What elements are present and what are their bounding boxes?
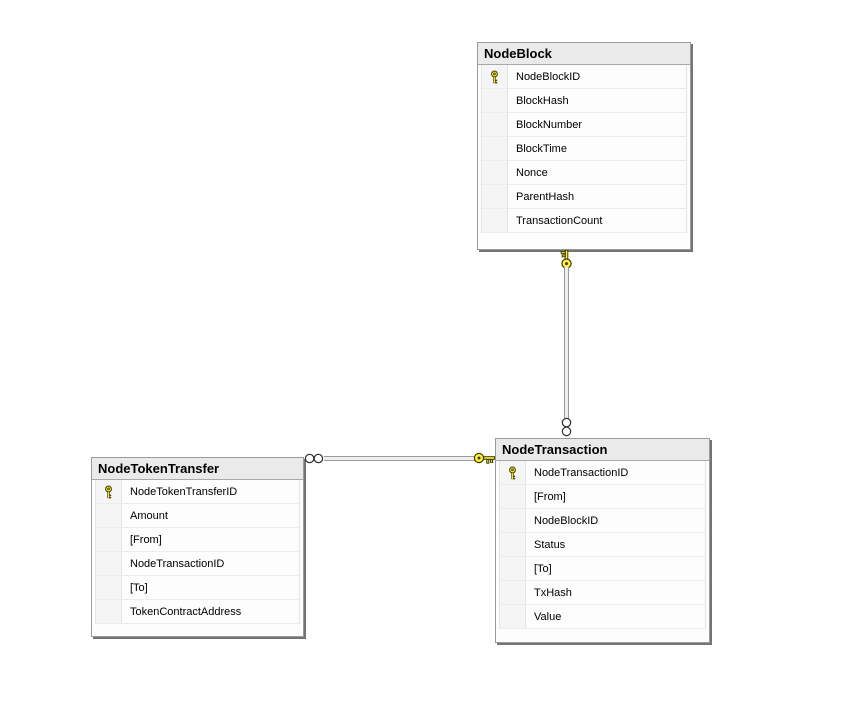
entity-table-nodetransaction[interactable]: NodeTransaction NodeTransactionID [From]… (495, 438, 710, 643)
relationship-line-nodetransaction-nodetokentransfer[interactable] (324, 456, 475, 461)
table-row[interactable]: TransactionCount (482, 209, 686, 233)
key-cell (482, 89, 508, 112)
column-name: [To] (534, 562, 552, 575)
column-name: NodeTokenTransferID (130, 485, 238, 498)
key-cell (500, 509, 526, 532)
key-cell (482, 185, 508, 208)
table-columns: NodeTransactionID [From] NodeBlockID Sta… (499, 461, 706, 629)
key-cell (96, 576, 122, 599)
column-name: TransactionCount (516, 214, 603, 227)
table-row[interactable]: ParentHash (482, 185, 686, 209)
column-name: BlockTime (516, 142, 567, 155)
column-name: NodeTransactionID (130, 557, 225, 570)
primary-key-icon (509, 466, 516, 479)
column-name: [To] (130, 581, 148, 594)
one-side-key-icon[interactable] (558, 249, 575, 269)
table-columns: NodeTokenTransferID Amount [From] NodeTr… (95, 480, 300, 624)
table-row[interactable]: BlockHash (482, 89, 686, 113)
key-cell (482, 209, 508, 232)
table-row[interactable]: NodeTransactionID (500, 461, 705, 485)
key-cell (500, 485, 526, 508)
table-row[interactable]: Status (500, 533, 705, 557)
table-header[interactable]: NodeBlock (478, 43, 690, 65)
table-row[interactable]: [From] (96, 528, 299, 552)
column-name: BlockHash (516, 94, 569, 107)
table-header[interactable]: NodeTransaction (496, 439, 709, 461)
column-name: ParentHash (516, 190, 575, 203)
key-cell (500, 605, 526, 628)
key-cell (500, 557, 526, 580)
key-cell (500, 533, 526, 556)
table-row[interactable]: TokenContractAddress (96, 600, 299, 624)
key-cell (482, 161, 508, 184)
many-side-infinity-icon[interactable] (560, 417, 573, 438)
key-cell (500, 581, 526, 604)
column-name: Nonce (516, 166, 548, 179)
column-name: TxHash (534, 586, 572, 599)
table-row[interactable]: BlockTime (482, 137, 686, 161)
one-side-key-icon[interactable] (473, 450, 496, 466)
table-row[interactable]: NodeBlockID (482, 65, 686, 89)
table-row[interactable]: [To] (500, 557, 705, 581)
primary-key-icon (491, 70, 498, 83)
column-name: [From] (534, 490, 566, 503)
column-name: NodeBlockID (534, 514, 599, 527)
key-cell (96, 480, 122, 503)
table-row[interactable]: [To] (96, 576, 299, 600)
primary-key-icon (105, 485, 112, 498)
table-row[interactable]: TxHash (500, 581, 705, 605)
column-name: Value (534, 610, 562, 623)
column-name: NodeTransactionID (534, 466, 629, 479)
table-row[interactable]: BlockNumber (482, 113, 686, 137)
column-name: NodeBlockID (516, 70, 581, 83)
entity-table-nodetokentransfer[interactable]: NodeTokenTransfer NodeTokenTransferID Am… (91, 457, 304, 637)
table-row[interactable]: NodeTransactionID (96, 552, 299, 576)
table-row[interactable]: Nonce (482, 161, 686, 185)
many-side-infinity-icon[interactable] (304, 452, 325, 465)
relationship-line-nodeblock-nodetransaction[interactable] (564, 267, 569, 419)
table-row[interactable]: NodeTokenTransferID (96, 480, 299, 504)
table-title: NodeTransaction (502, 442, 608, 457)
column-name: Amount (130, 509, 168, 522)
column-name: Status (534, 538, 566, 551)
key-cell (96, 528, 122, 551)
key-cell (500, 461, 526, 484)
key-cell (482, 113, 508, 136)
table-row[interactable]: Amount (96, 504, 299, 528)
entity-table-nodeblock[interactable]: NodeBlock NodeBlockID BlockHash BlockNum… (477, 42, 691, 250)
key-cell (482, 65, 508, 88)
table-title: NodeTokenTransfer (98, 461, 220, 476)
table-title: NodeBlock (484, 46, 552, 61)
column-name: BlockNumber (516, 118, 583, 131)
column-name: TokenContractAddress (130, 605, 242, 618)
key-cell (482, 137, 508, 160)
table-row[interactable]: Value (500, 605, 705, 629)
key-cell (96, 504, 122, 527)
column-name: [From] (130, 533, 162, 546)
table-row[interactable]: [From] (500, 485, 705, 509)
key-cell (96, 600, 122, 623)
table-row[interactable]: NodeBlockID (500, 509, 705, 533)
key-cell (96, 552, 122, 575)
table-header[interactable]: NodeTokenTransfer (92, 458, 303, 480)
table-columns: NodeBlockID BlockHash BlockNumber BlockT… (481, 65, 687, 233)
